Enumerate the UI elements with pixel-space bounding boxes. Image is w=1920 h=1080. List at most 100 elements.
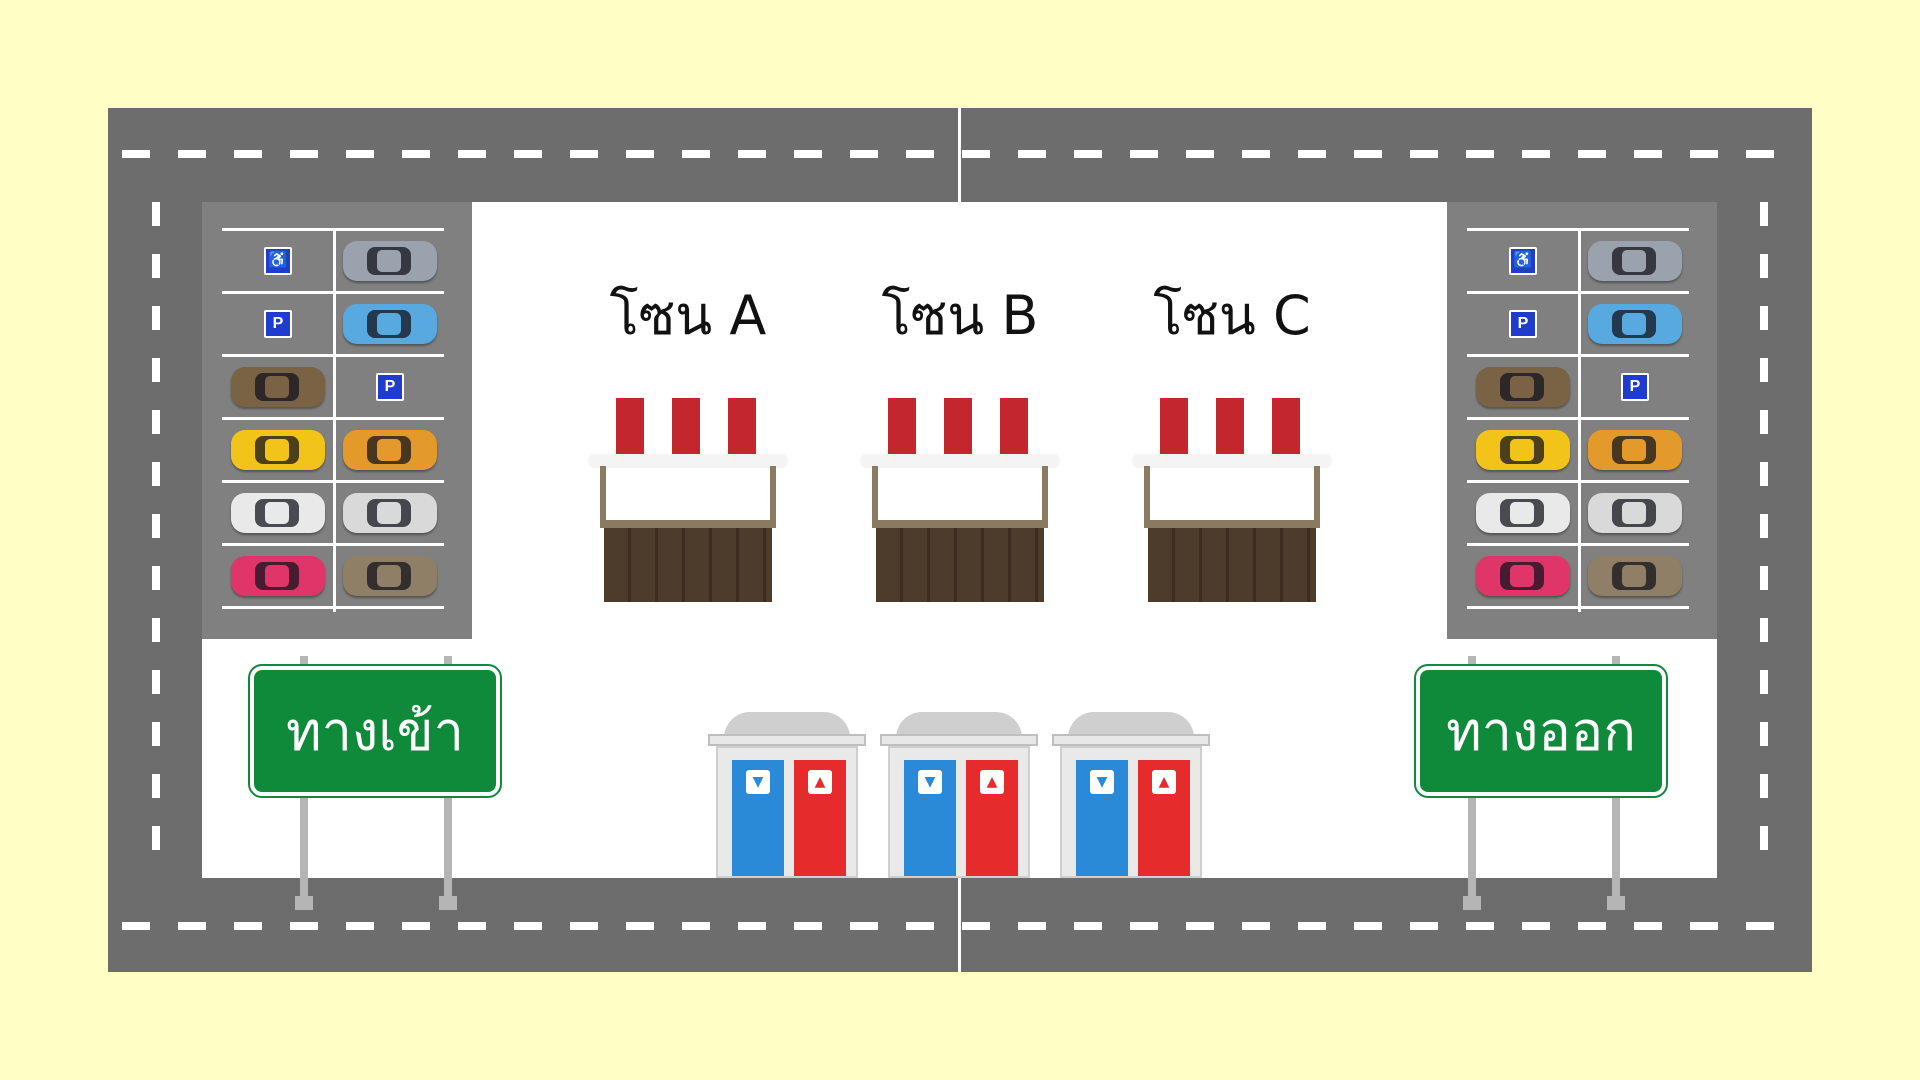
restroom-roof — [1068, 712, 1194, 738]
parked-car — [1588, 493, 1682, 533]
lane-marking-bottom — [122, 922, 1802, 930]
restroom-body: ▼▲ — [1060, 746, 1202, 878]
parking-spot[interactable] — [224, 483, 332, 543]
parking-grid: ♿ P P — [1467, 228, 1689, 612]
lane-marking-left — [152, 202, 160, 878]
lane-marking-top — [122, 150, 1802, 158]
restroom-roof-rim — [1052, 734, 1210, 746]
accessible-parking-icon: ♿ — [1509, 247, 1537, 275]
awning-edge — [1132, 454, 1332, 468]
parking-spot[interactable] — [1469, 420, 1577, 480]
parking-spot[interactable]: ♿ — [1469, 231, 1577, 291]
male-door[interactable]: ▼ — [732, 760, 784, 876]
restroom-roof-rim — [708, 734, 866, 746]
parking-spot[interactable] — [336, 483, 444, 543]
restroom-3[interactable]: ▼▲ — [1052, 712, 1210, 878]
female-door[interactable]: ▲ — [794, 760, 846, 876]
parking-divider — [1578, 228, 1581, 612]
parking-spot[interactable] — [336, 420, 444, 480]
parking-icon: P — [1509, 310, 1537, 338]
female-icon: ▲ — [980, 770, 1004, 794]
restroom-roof — [896, 712, 1022, 738]
male-door[interactable]: ▼ — [904, 760, 956, 876]
accessible-parking-icon: ♿ — [264, 247, 292, 275]
parking-lot-left: ♿ P P — [202, 202, 472, 639]
market-stall-a[interactable] — [588, 392, 788, 602]
exit-sign[interactable]: ทางออก — [1414, 664, 1668, 798]
parking-spot[interactable] — [1581, 420, 1689, 480]
parking-spot[interactable] — [1469, 546, 1577, 606]
lane-marking-right — [1760, 202, 1768, 878]
parking-spot[interactable] — [1581, 483, 1689, 543]
zone-c-title: โซน C — [1153, 284, 1311, 347]
parking-spot[interactable] — [336, 546, 444, 606]
awning-edge — [588, 454, 788, 468]
parked-car — [231, 493, 325, 533]
parking-spot[interactable] — [224, 357, 332, 417]
parked-car — [343, 556, 437, 596]
stall-counter — [1148, 528, 1316, 602]
female-door[interactable]: ▲ — [1138, 760, 1190, 876]
stall-post — [1144, 466, 1150, 528]
sign-pole-base — [439, 896, 457, 910]
stall-post — [872, 466, 878, 528]
stall-beam — [600, 520, 776, 528]
stall-post — [770, 466, 776, 528]
male-icon: ▼ — [918, 770, 942, 794]
market-stall-b[interactable] — [860, 392, 1060, 602]
parked-car — [1476, 430, 1570, 470]
road-seam-bottom — [958, 878, 961, 972]
female-door[interactable]: ▲ — [966, 760, 1018, 876]
parked-car — [343, 241, 437, 281]
restroom-body: ▼▲ — [888, 746, 1030, 878]
awning-edge — [860, 454, 1060, 468]
parking-icon: P — [264, 310, 292, 338]
parking-spot[interactable] — [1469, 357, 1577, 417]
female-icon: ▲ — [808, 770, 832, 794]
parking-spot[interactable] — [224, 546, 332, 606]
parked-car — [1588, 304, 1682, 344]
female-icon: ▲ — [1152, 770, 1176, 794]
parking-spot[interactable]: P — [336, 357, 444, 417]
restroom-1[interactable]: ▼▲ — [708, 712, 866, 878]
parked-car — [1588, 241, 1682, 281]
parking-spot[interactable] — [336, 294, 444, 354]
parked-car — [1588, 430, 1682, 470]
parking-icon: P — [376, 373, 404, 401]
parking-spot[interactable] — [336, 231, 444, 291]
stall-beam — [872, 520, 1048, 528]
parking-spot[interactable]: P — [224, 294, 332, 354]
parking-spot[interactable]: ♿ — [224, 231, 332, 291]
parked-car — [1476, 556, 1570, 596]
parked-car — [231, 430, 325, 470]
restroom-roof — [724, 712, 850, 738]
stall-post — [1314, 466, 1320, 528]
parked-car — [343, 493, 437, 533]
parking-spot[interactable] — [1581, 546, 1689, 606]
male-door[interactable]: ▼ — [1076, 760, 1128, 876]
male-icon: ▼ — [746, 770, 770, 794]
zone-a-title: โซน A — [609, 284, 767, 347]
parking-spot[interactable]: P — [1581, 357, 1689, 417]
road-seam-top — [958, 108, 961, 202]
sign-pole-base — [1607, 896, 1625, 910]
parking-spot[interactable] — [1581, 231, 1689, 291]
parking-spot[interactable] — [1469, 483, 1577, 543]
male-icon: ▼ — [1090, 770, 1114, 794]
market-stall-c[interactable] — [1132, 392, 1332, 602]
stall-post — [1042, 466, 1048, 528]
parked-car — [1588, 556, 1682, 596]
parking-divider — [333, 228, 336, 612]
parking-lot-right: ♿ P P — [1447, 202, 1717, 639]
parked-car — [1476, 493, 1570, 533]
parked-car — [343, 304, 437, 344]
entrance-sign[interactable]: ทางเข้า — [248, 664, 502, 798]
restroom-2[interactable]: ▼▲ — [880, 712, 1038, 878]
parking-spot[interactable] — [1581, 294, 1689, 354]
parking-spot[interactable] — [224, 420, 332, 480]
restroom-roof-rim — [880, 734, 1038, 746]
sign-pole-base — [295, 896, 313, 910]
sign-pole-base — [1463, 896, 1481, 910]
parking-spot[interactable]: P — [1469, 294, 1577, 354]
parking-icon: P — [1621, 373, 1649, 401]
